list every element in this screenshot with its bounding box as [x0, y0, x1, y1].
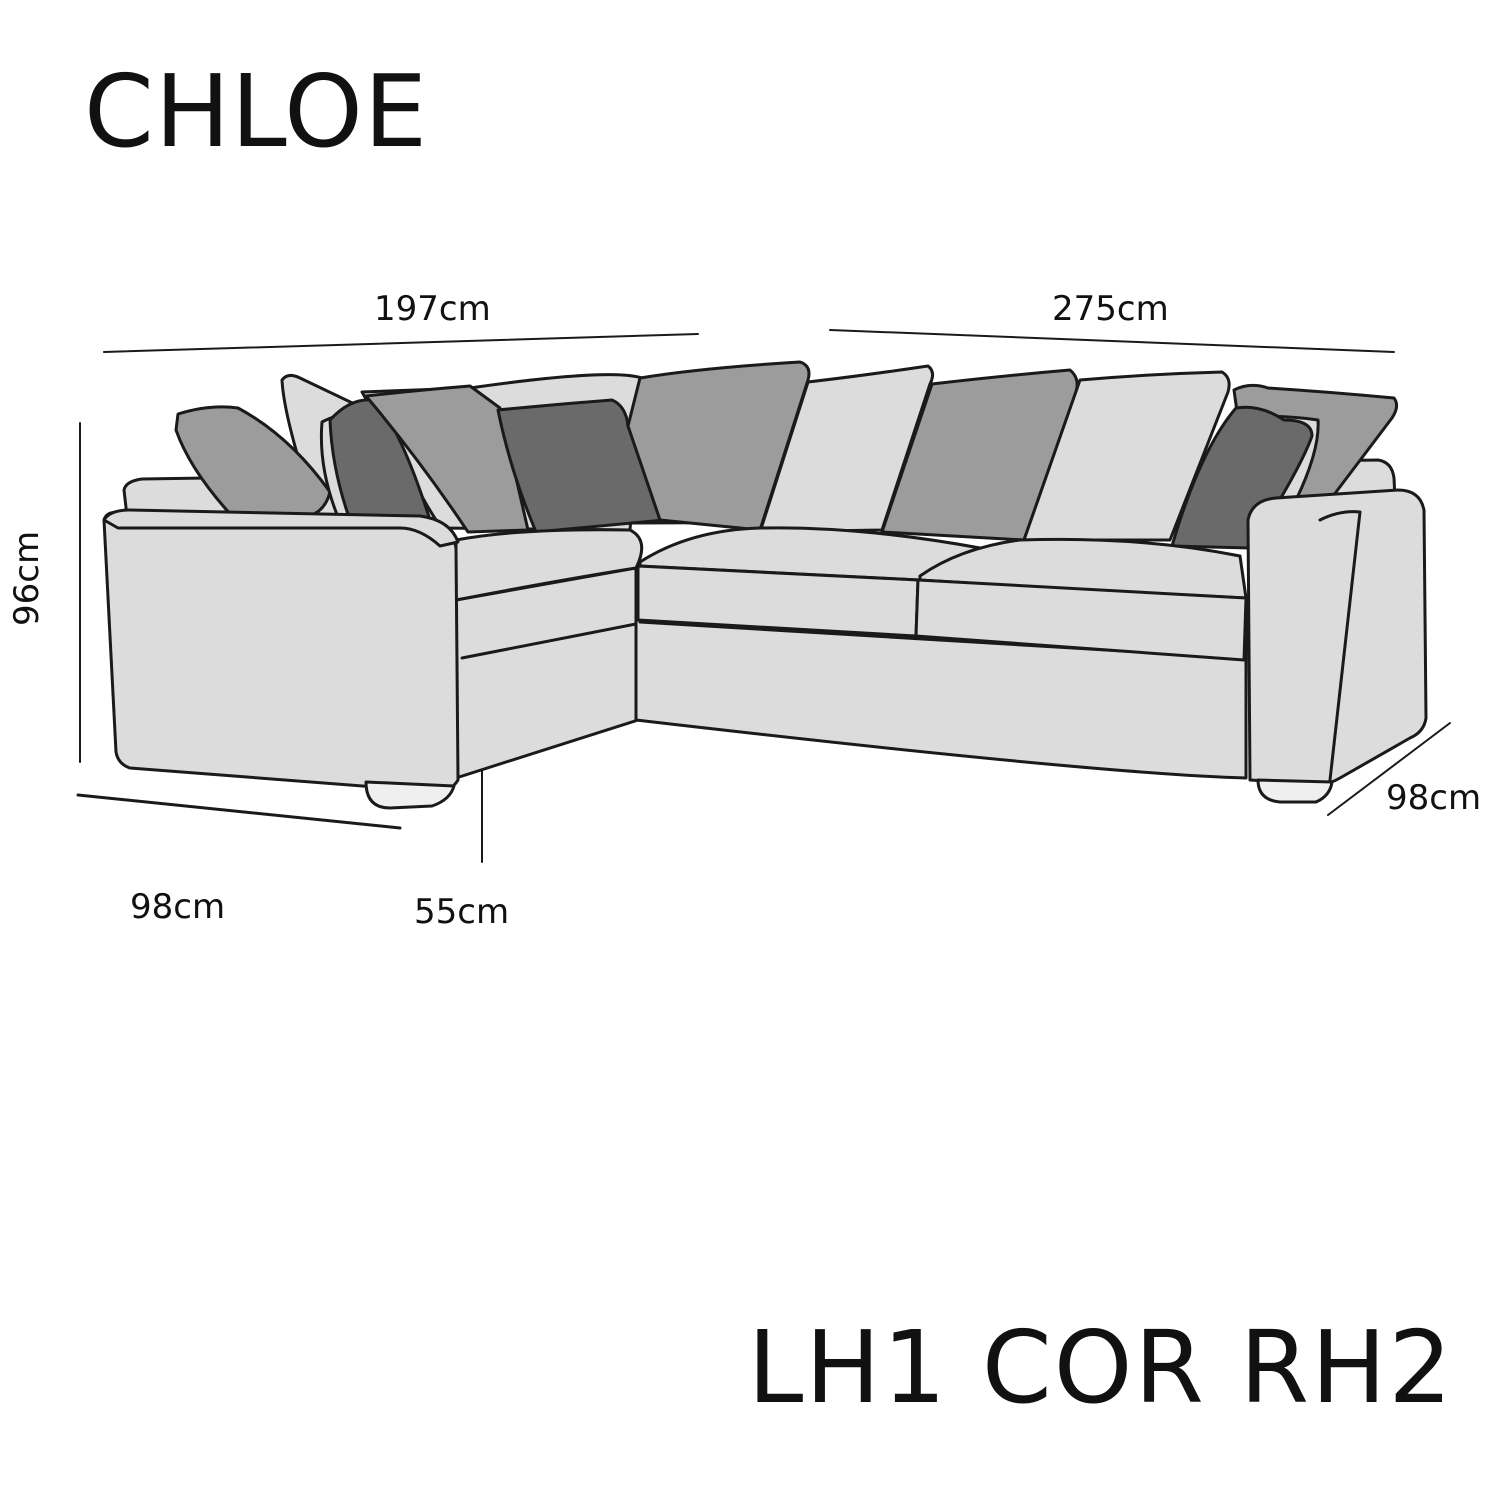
seat-seam	[460, 622, 638, 660]
dimension-label-left-depth: 98cm	[130, 887, 226, 927]
sofa-arm-left	[102, 510, 460, 794]
dimension-label-left-width: 197cm	[374, 289, 491, 329]
product-name: CHLOE	[84, 53, 429, 170]
dimension-label-height: 96cm	[7, 530, 47, 626]
dimension-line-right-width	[829, 329, 1395, 353]
back-cushion	[758, 364, 935, 534]
sofa-arm-right	[1246, 488, 1428, 786]
back-cushion	[364, 384, 530, 534]
back-cushion	[626, 360, 811, 532]
dimension-line-left-width	[103, 333, 699, 353]
back-cushion	[1022, 370, 1231, 542]
sofa-arm-right-inner	[1318, 510, 1362, 782]
dimension-label-seat-height: 55cm	[414, 892, 510, 932]
sofa-seat-base-left	[454, 566, 640, 780]
sofa-foot	[364, 780, 456, 810]
back-cushion	[1170, 405, 1314, 550]
seat-cushion	[454, 528, 644, 602]
sofa-arm-left-top	[102, 508, 460, 548]
back-cushion	[496, 398, 666, 534]
dimension-label-right-width: 275cm	[1052, 289, 1169, 329]
dimension-line-left-depth	[76, 793, 402, 830]
configuration-code: LH1 COR RH2	[747, 1309, 1454, 1426]
dimension-line-right-depth	[1327, 722, 1451, 816]
dimension-label-right-depth: 98cm	[1386, 778, 1482, 818]
seat-cushion-front	[914, 578, 1248, 662]
sofa-foot	[1256, 778, 1334, 804]
back-cushion	[328, 398, 432, 522]
